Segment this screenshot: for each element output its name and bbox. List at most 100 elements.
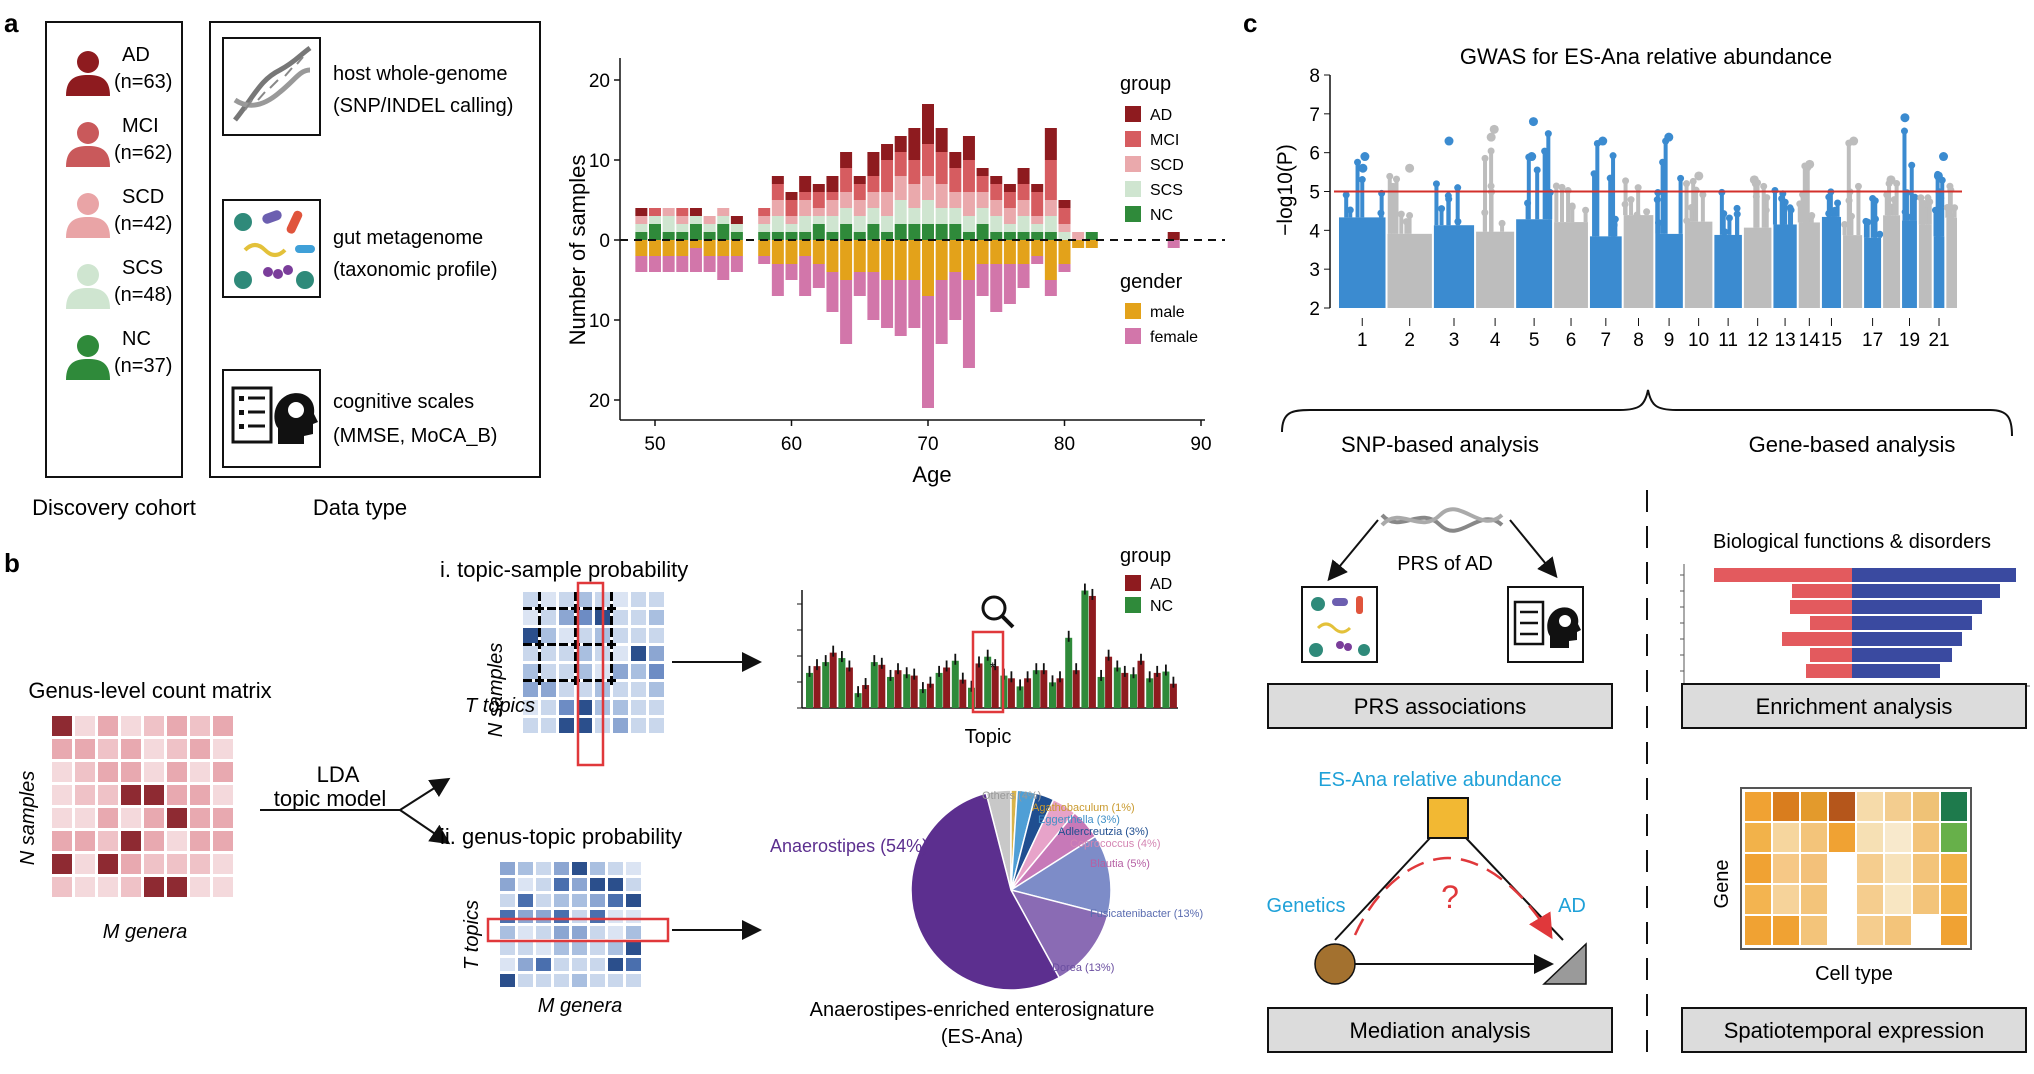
group-bar [908,208,921,224]
mediation-red-path [1353,856,1553,940]
snp-point [1393,175,1401,183]
group-bar [908,128,921,160]
snp-point [1900,127,1908,135]
heatmap-cell [1941,885,1967,914]
group-bar [894,152,907,176]
group-bar [853,232,866,240]
person-icon [77,122,99,144]
legend-swatch [1125,106,1141,122]
heatmap-cell [554,862,569,875]
snp-point [1871,197,1879,205]
heatmap-cell [541,718,556,733]
heatmap-cell [572,974,587,987]
group-bar [826,200,839,216]
heatmap-cell [535,604,544,613]
group-bar [922,224,934,240]
legend-swatch [1125,206,1141,222]
group-bar [962,216,975,232]
prs-box [1267,683,1613,729]
cohort-group-count: (n=42) [114,213,172,235]
heatmap-cell [608,862,623,875]
heatmap-cell [536,862,551,875]
snp-point [1582,206,1590,214]
group-bar [635,232,648,240]
heatmap-cell [1857,823,1883,852]
heatmap-cell [607,640,616,649]
heatmap-cell [523,610,538,625]
chromosome-label: 4 [1490,330,1501,351]
snp-point [1683,180,1691,188]
heatmap-cell [1745,792,1771,821]
group-bar [1085,232,1098,240]
snp-point [1546,189,1554,197]
magnifier-handle-icon [1000,614,1015,629]
group-bar [717,208,730,216]
heatmap-cell [649,700,664,715]
heatmap-cell [98,877,118,897]
group-bar [799,192,812,200]
snp-point [1386,172,1394,180]
female-bar [703,256,716,272]
group-bar [785,216,798,224]
topic-bar-ad [845,667,853,708]
group-bar [771,232,784,240]
heatmap-cell [75,831,95,851]
heatmap-cell [590,942,605,955]
group-bar [799,176,812,192]
snp-top-point [1489,124,1499,134]
cohort-group-name: MCI [122,115,159,137]
heatmap-cell [649,646,664,661]
heatmap-cell [121,877,141,897]
female-bar [1031,256,1044,264]
mediation-box [1267,1007,1613,1053]
snp-point [1558,183,1566,191]
topic-bar-ad [1169,683,1177,708]
snp-point [1402,218,1410,226]
heatmap-cell [190,831,210,851]
cohort-title: Discovery cohort [32,495,196,520]
chromosome-block [1918,224,1932,308]
heatmap-cell [523,592,538,607]
group-bar [962,160,975,192]
heatmap-cell [577,646,592,661]
heatmap-cell [1941,792,1967,821]
pie-label-fusicatenibacter: Fusicatenibacter (13%) [1090,908,1203,920]
heatmap-cell [631,682,646,697]
male-bar [826,240,839,272]
y-tick-label: 10 [589,311,610,332]
highlight-column [576,581,605,767]
mediation-top-label: ES-Ana relative abundance [1318,769,1562,791]
heatmap-cell [613,682,628,697]
male-bar [1017,240,1030,264]
heatmap-cell [1801,854,1827,883]
snp-point [1725,214,1733,222]
heatmap-cell [121,854,141,874]
group-bar [730,232,743,240]
snp-point [1760,182,1768,190]
male-bar [908,240,921,280]
snp-top-point [1939,152,1949,162]
legend-gender-title: gender [1120,271,1183,293]
heatmap-cell [121,785,141,805]
snp-point [1951,204,1959,212]
topic-bar-nc [1130,674,1137,708]
heatmap-cell [121,739,141,759]
snp-top-point [1527,152,1537,162]
female-bar [689,248,702,272]
group-bar [1003,192,1016,208]
heatmap-cell [608,878,623,891]
legend-label: SCD [1150,157,1184,174]
male-bar [935,240,948,280]
heatmap-cell [1745,854,1771,883]
microbes-icon [222,199,321,298]
group-bar [990,176,1003,184]
chromosome-label: 17 [1862,330,1883,351]
snp-point [1721,228,1729,236]
heatmap-cell [500,974,515,987]
enrichment-bar-red [1792,584,1852,598]
heatmap-cell [1885,792,1911,821]
heatmap-cell [167,785,187,805]
group-bar [908,184,921,208]
topic-bar-ad [1040,670,1048,708]
group-bar [962,136,975,160]
